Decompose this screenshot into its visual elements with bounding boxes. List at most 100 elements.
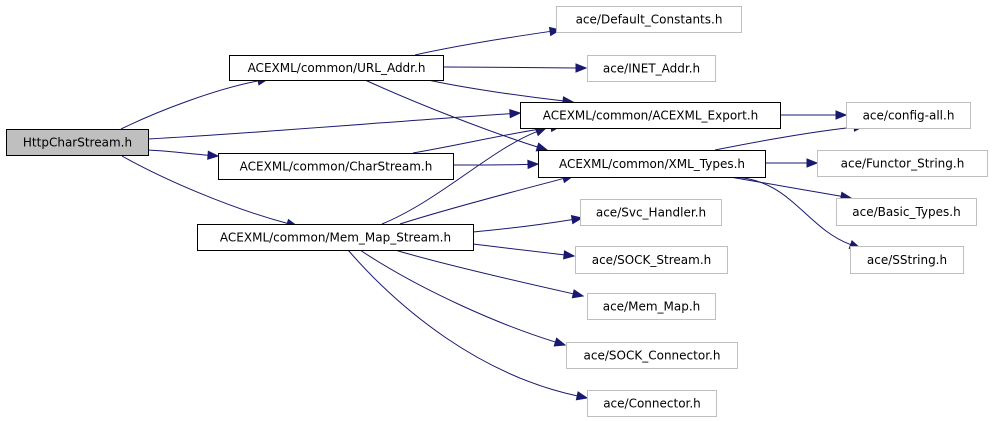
- edge-xmltypes-to-functor_string: [765, 158, 819, 168]
- edge-line: [472, 243, 565, 256]
- edge-memmap-to-mem_map: [394, 249, 585, 299]
- node-label: ace/Svc_Handler.h: [596, 206, 706, 220]
- edge-line: [729, 176, 851, 246]
- edge-line: [399, 178, 564, 225]
- edge-line: [359, 249, 556, 343]
- node-label: ACEXML/common/XML_Types.h: [559, 157, 745, 171]
- edge-line: [147, 149, 209, 156]
- node-box: [197, 224, 474, 251]
- edge-line: [442, 66, 577, 69]
- arrowhead-icon: [553, 337, 567, 347]
- edges-layer: [120, 26, 866, 401]
- edge-root-to-url_addr: [120, 76, 270, 130]
- edge-line: [472, 219, 573, 233]
- edge-memmap-to-xmltypes: [399, 174, 575, 225]
- node-box: [846, 102, 971, 129]
- node-default-constants: ace/Default_Constants.h: [556, 6, 742, 33]
- node-box: [817, 150, 988, 177]
- edge-memmap-to-svc_handler: [472, 215, 584, 233]
- node-label: ACEXML/common/CharStream.h: [240, 160, 433, 174]
- edge-url_addr-to-default_constants: [414, 26, 562, 56]
- node-sstring: ace/SString.h: [850, 246, 964, 274]
- edge-line: [714, 126, 855, 151]
- edge-memmap-to-sock_stream: [472, 243, 576, 260]
- edge-line: [120, 80, 259, 130]
- edge-export-to-config_all: [779, 110, 848, 120]
- node-inet-addr: ace/INET_Addr.h: [587, 55, 716, 82]
- node-label: ace/SOCK_Connector.h: [584, 349, 721, 363]
- node-label: ace/SString.h: [867, 253, 947, 267]
- arrowhead-icon: [509, 108, 522, 119]
- edge-line: [364, 79, 538, 148]
- arrowhead-icon: [575, 391, 589, 401]
- node-url-addr[interactable]: ACEXML/common/URL_Addr.h: [229, 55, 444, 81]
- edge-root-to-charstream: [147, 149, 220, 160]
- arrowhead-icon: [835, 110, 848, 120]
- edge-line: [427, 79, 564, 102]
- arrowhead-icon: [535, 142, 549, 152]
- node-label: ace/Default_Constants.h: [576, 13, 723, 27]
- arrowhead-icon: [570, 215, 584, 225]
- node-config-all: ace/config-all.h: [846, 102, 971, 129]
- edge-line: [414, 30, 551, 56]
- node-mem-map: ace/Mem_Map.h: [587, 293, 716, 320]
- node-xmltypes[interactable]: ACEXML/common/XML_Types.h: [538, 150, 766, 178]
- edge-line: [412, 126, 552, 154]
- node-label: ace/config-all.h: [863, 109, 955, 123]
- node-box: [587, 293, 716, 320]
- node-box: [520, 102, 781, 129]
- node-sock-connector: ace/SOCK_Connector.h: [566, 342, 738, 369]
- node-connector: ace/Connector.h: [587, 390, 717, 417]
- arrowhead-icon: [207, 150, 220, 160]
- node-label: ACEXML/common/Mem_Map_Stream.h: [220, 231, 451, 245]
- arrowhead-icon: [571, 289, 585, 299]
- node-box: [580, 199, 722, 226]
- nodes-layer: HttpCharStream.h ACEXML/common/URL_Addr.h…: [6, 6, 988, 417]
- node-root[interactable]: HttpCharStream.h: [6, 129, 149, 156]
- node-functor-string: ace/Functor_String.h: [817, 150, 988, 177]
- node-svc-handler: ace/Svc_Handler.h: [580, 199, 722, 226]
- edge-memmap-to-connector: [347, 249, 589, 401]
- edge-line: [121, 155, 288, 224]
- edge-url_addr-to-inet_addr: [442, 63, 588, 73]
- node-box: [556, 6, 742, 33]
- node-export[interactable]: ACEXML/common/ACEXML_Export.h: [520, 102, 781, 129]
- node-box: [229, 55, 444, 81]
- edge-line: [381, 131, 537, 225]
- node-box: [538, 150, 766, 178]
- node-box: [587, 390, 717, 417]
- edge-url_addr-to-export: [427, 79, 575, 106]
- node-box: [836, 198, 977, 226]
- node-label: ACEXML/common/URL_Addr.h: [248, 61, 426, 75]
- arrowhead-icon: [527, 159, 540, 170]
- edge-line: [347, 249, 578, 397]
- edge-line: [729, 176, 842, 197]
- edge-url_addr-to-xmltypes: [364, 79, 549, 152]
- node-box: [218, 153, 454, 180]
- edge-line: [452, 163, 529, 166]
- arrowhead-icon: [563, 250, 576, 260]
- node-box: [587, 55, 716, 82]
- node-label: ace/SOCK_Stream.h: [592, 253, 712, 267]
- node-label: ACEXML/common/ACEXML_Export.h: [543, 109, 759, 123]
- edge-memmap-to-export: [381, 127, 548, 225]
- node-box: [6, 129, 149, 156]
- node-sock-stream: ace/SOCK_Stream.h: [575, 246, 728, 274]
- node-label: HttpCharStream.h: [23, 136, 132, 150]
- node-label: ace/Mem_Map.h: [603, 300, 701, 314]
- node-box: [566, 342, 738, 369]
- node-label: ace/Connector.h: [603, 397, 701, 411]
- arrowhead-icon: [575, 63, 588, 73]
- node-box: [850, 246, 964, 274]
- arrowhead-icon: [806, 158, 819, 168]
- arrowhead-icon: [534, 127, 548, 137]
- edge-memmap-to-sock_connector: [359, 249, 567, 347]
- node-memmap[interactable]: ACEXML/common/Mem_Map_Stream.h: [197, 224, 474, 251]
- edge-root-to-export: [147, 108, 522, 140]
- node-charstream[interactable]: ACEXML/common/CharStream.h: [218, 153, 454, 180]
- node-label: ace/Functor_String.h: [841, 157, 965, 171]
- edge-line: [394, 249, 574, 295]
- node-label: ace/Basic_Types.h: [852, 205, 960, 219]
- node-label: ace/INET_Addr.h: [603, 62, 700, 76]
